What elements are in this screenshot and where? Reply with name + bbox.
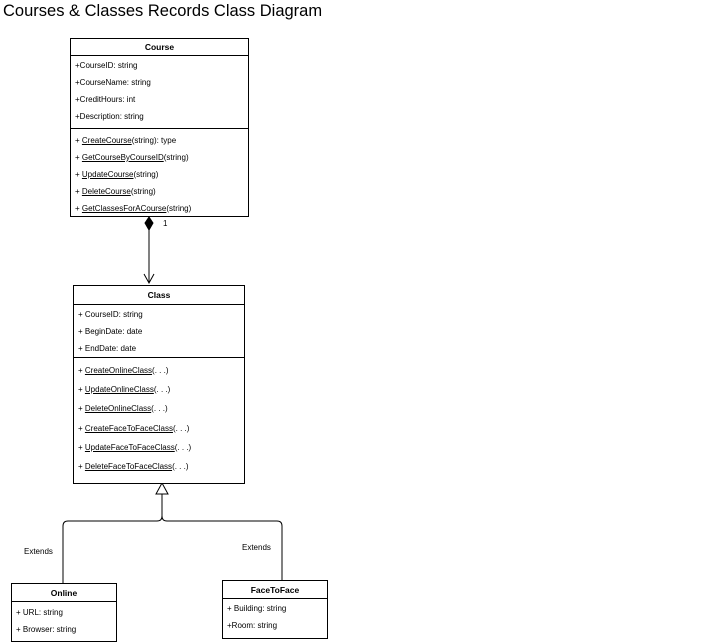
- inheritance-triangle: [155, 481, 169, 495]
- method-name: CreateFaceToFaceClass: [84, 424, 173, 433]
- method-name: DeleteCourse: [81, 187, 131, 196]
- method-suffix: (string): [133, 170, 159, 179]
- method-prefix: +: [78, 366, 85, 375]
- extends-label-right: Extends: [242, 543, 271, 552]
- online-class-name: Online: [12, 584, 116, 602]
- inheritance-trunk: [62, 494, 163, 583]
- course-class-name: Course: [71, 39, 248, 56]
- method-name: UpdateOnlineClass: [84, 385, 154, 394]
- course-attribute: +CourseID: string: [75, 61, 138, 70]
- diagram-title: Courses & Classes Records Class Diagram: [3, 2, 323, 20]
- method-name: UpdateCourse: [81, 170, 134, 179]
- class-method: + CreateOnlineClass(. . .): [74, 361, 244, 380]
- method-name: GetClassesForACourse: [81, 204, 167, 213]
- method-suffix: (string): [166, 204, 192, 213]
- method-prefix: +: [75, 136, 82, 145]
- class-method: + DeleteFaceToFaceClass(. . .): [74, 457, 244, 476]
- class-method: + UpdateFaceToFaceClass(. . .): [74, 438, 244, 457]
- method-suffix: (string): type: [131, 136, 177, 145]
- course-methods: + CreateCourse(string): type + GetCourse…: [71, 129, 248, 217]
- course-method: + UpdateCourse(string): [71, 166, 248, 183]
- course-attribute: +CreditHours: int: [75, 95, 136, 104]
- course-attribute: +Description: string: [75, 112, 144, 121]
- method-suffix: (. . .): [172, 462, 189, 471]
- method-suffix: (string): [163, 153, 189, 162]
- method-suffix: (. . .): [151, 404, 168, 413]
- facetoface-attribute: +Room: string: [227, 621, 278, 630]
- method-prefix: +: [78, 443, 85, 452]
- method-suffix: (. . .): [174, 443, 192, 452]
- course-method: + GetCourseByCourseID(string): [71, 149, 248, 166]
- method-suffix: (. . .): [172, 424, 190, 433]
- method-prefix: +: [78, 424, 85, 433]
- course-method: + CreateCourse(string): type: [71, 132, 248, 149]
- composition-diamond: [144, 216, 154, 232]
- class-attribute: + CourseID: string: [78, 310, 143, 319]
- course-attribute: +CourseName: string: [75, 78, 151, 87]
- method-name: GetCourseByCourseID: [81, 153, 164, 162]
- online-class[interactable]: Online + URL: string + Browser: string: [11, 583, 117, 642]
- extends-label-left: Extends: [24, 547, 53, 556]
- class-method: + UpdateOnlineClass(. . .): [74, 380, 244, 399]
- method-name: DeleteOnlineClass: [84, 404, 152, 413]
- method-suffix: (. . .): [153, 385, 171, 394]
- online-attribute: + URL: string: [16, 608, 63, 617]
- method-name: UpdateFaceToFaceClass: [84, 443, 175, 452]
- method-suffix: (. . .): [152, 366, 169, 375]
- online-attribute: + Browser: string: [16, 625, 77, 634]
- composition-arrowhead: [143, 273, 155, 285]
- facetoface-class[interactable]: FaceToFace + Building: string +Room: str…: [222, 580, 328, 639]
- method-prefix: +: [78, 462, 85, 471]
- class-attributes: + CourseID: string + BeginDate: date + E…: [74, 305, 244, 358]
- facetoface-class-name: FaceToFace: [223, 581, 327, 599]
- method-prefix: +: [78, 404, 85, 413]
- method-prefix: +: [75, 170, 82, 179]
- class-method: + DeleteOnlineClass(. . .): [74, 399, 244, 419]
- class-attribute: + BeginDate: date: [78, 327, 143, 336]
- class-method: + CreateFaceToFaceClass(. . .): [74, 419, 244, 438]
- facetoface-attribute: + Building: string: [227, 604, 287, 613]
- method-prefix: +: [75, 153, 82, 162]
- class-class-name: Class: [74, 286, 244, 305]
- class-attribute: + EndDate: date: [78, 344, 137, 353]
- class-class[interactable]: Class + CourseID: string + BeginDate: da…: [73, 285, 245, 484]
- composition-multiplicity: 1: [163, 219, 168, 228]
- course-class[interactable]: Course +CourseID: string +CourseName: st…: [70, 38, 249, 217]
- facetoface-attributes: + Building: string +Room: string: [223, 599, 327, 634]
- method-prefix: +: [78, 385, 85, 394]
- method-prefix: +: [75, 204, 82, 213]
- method-name: DeleteFaceToFaceClass: [84, 462, 173, 471]
- course-method: + DeleteCourse(string): [71, 183, 248, 200]
- method-name: CreateOnlineClass: [84, 366, 153, 375]
- course-attributes: +CourseID: string +CourseName: string +C…: [71, 56, 248, 129]
- method-prefix: +: [75, 187, 82, 196]
- method-suffix: (string): [130, 187, 156, 196]
- online-attributes: + URL: string + Browser: string: [12, 602, 116, 638]
- course-method: + GetClassesForACourse(string): [71, 200, 248, 217]
- method-name: CreateCourse: [81, 136, 132, 145]
- class-methods: + CreateOnlineClass(. . .) + UpdateOnlin…: [74, 358, 244, 476]
